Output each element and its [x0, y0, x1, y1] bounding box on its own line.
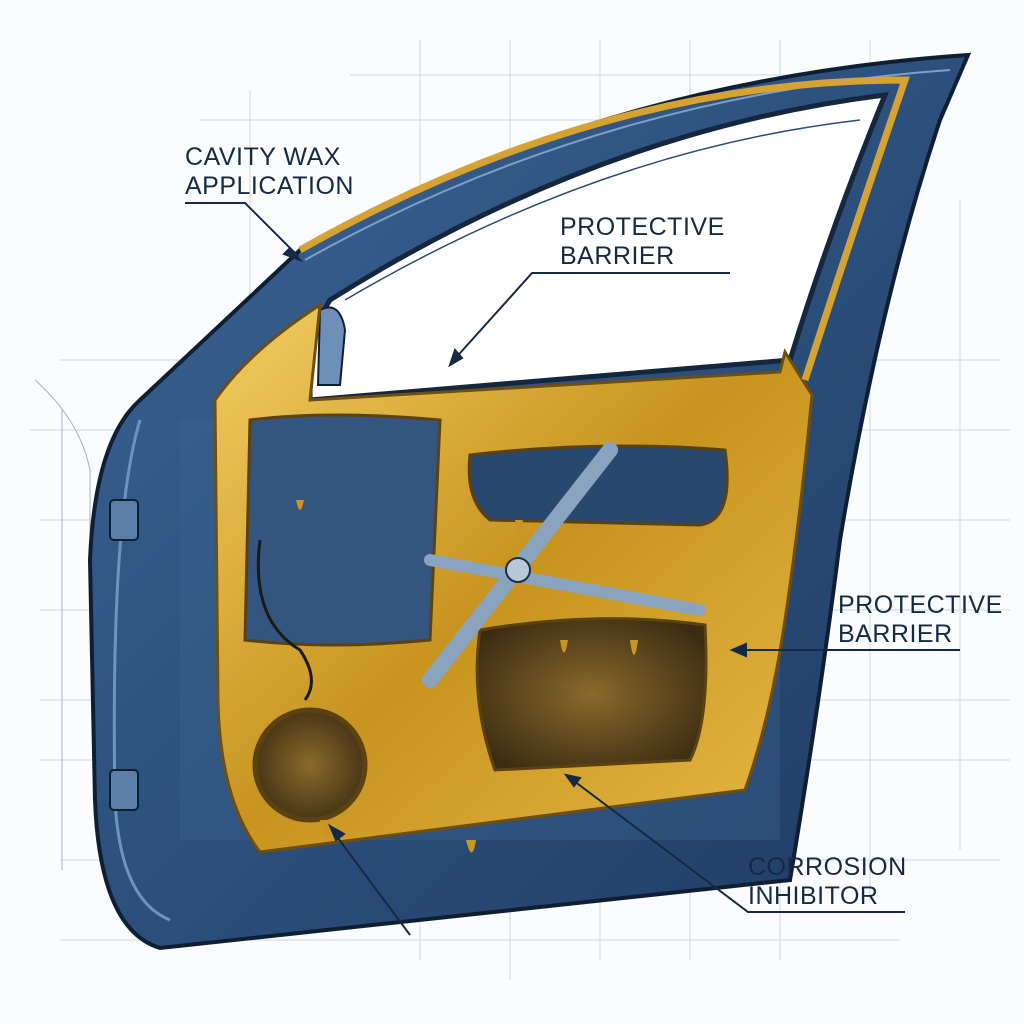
label-protective-barrier-right: PROTECTIVE BARRIER: [838, 591, 1003, 649]
label-line: INHIBITOR: [748, 882, 879, 910]
label-line: CORROSION: [748, 853, 907, 881]
cavity-wax-coating: [213, 76, 910, 854]
leader-lines: [185, 202, 960, 936]
label-line: BARRIER: [560, 242, 675, 270]
inner-cavity-bottom: [475, 617, 708, 772]
hinge-bottom-icon: [109, 769, 139, 811]
inner-cavity-left: [243, 413, 442, 647]
wire-harness: [256, 539, 313, 701]
label-line: BARRIER: [838, 620, 953, 648]
speaker-opening: [252, 707, 368, 823]
label-line: APPLICATION: [185, 172, 354, 200]
label-line: CAVITY WAX: [185, 143, 341, 171]
window-glass-edge: [344, 119, 861, 301]
inner-cavity-top: [467, 444, 729, 527]
label-line: PROTECTIVE: [838, 591, 1003, 619]
mirror-mount: [316, 306, 347, 386]
label-cavity-wax: CAVITY WAX APPLICATION: [185, 143, 354, 201]
hinge-top-icon: [109, 499, 139, 541]
label-line: PROTECTIVE: [560, 213, 725, 241]
label-corrosion-inhibitor: CORROSION INHIBITOR: [748, 853, 907, 911]
label-protective-barrier-top: PROTECTIVE BARRIER: [560, 213, 725, 271]
